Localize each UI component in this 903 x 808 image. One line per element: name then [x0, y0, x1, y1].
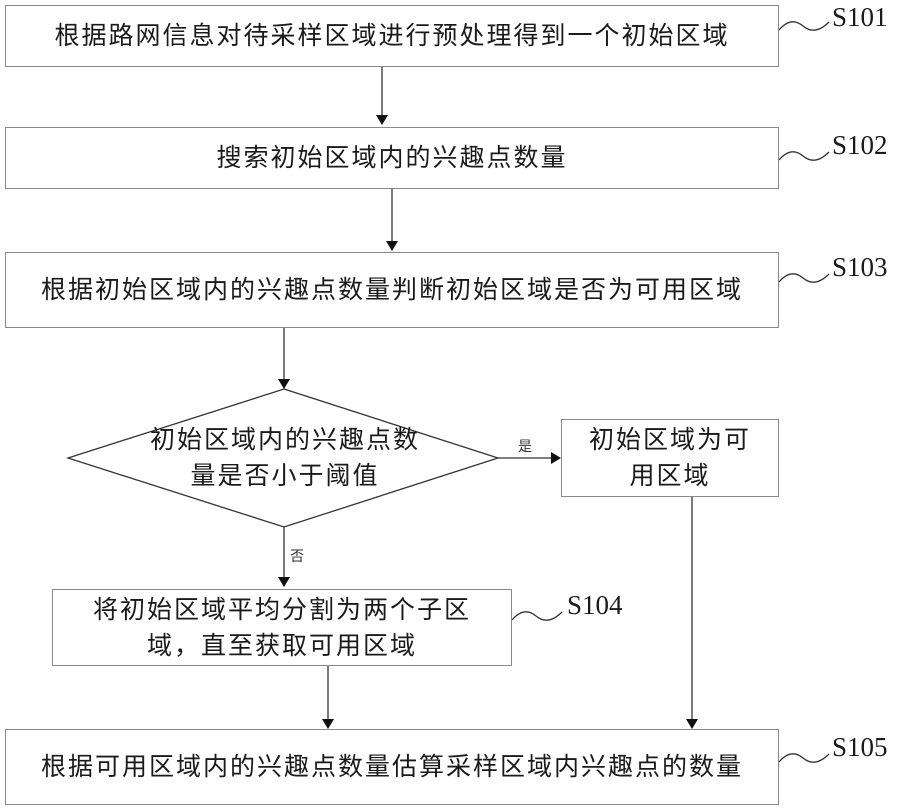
- available-region-box: 初始区域为可用区域: [561, 419, 779, 497]
- step-s101-label: S101: [832, 2, 888, 32]
- step-s102-text: 搜索初始区域内的兴趣点数量: [216, 143, 568, 172]
- step-s103-text: 根据初始区域内的兴趣点数量判断初始区域是否为可用区域: [40, 275, 743, 304]
- step-s104-text: 将初始区域平均分割为两个子区域，直至获取可用区域: [92, 594, 471, 660]
- tilde-s102: [778, 151, 830, 161]
- step-s104-label: S104: [567, 590, 623, 620]
- step-s103-label: S103: [832, 252, 888, 282]
- step-s102-box: 搜索初始区域内的兴趣点数量: [5, 127, 779, 189]
- step-s103-box: 根据初始区域内的兴趣点数量判断初始区域是否为可用区域: [5, 252, 779, 328]
- step-s102-label: S102: [832, 130, 888, 160]
- step-s101-text: 根据路网信息对待采样区域进行预处理得到一个初始区域: [54, 21, 730, 50]
- decision-text: 初始区域内的兴趣点数量是否小于阈值: [150, 425, 421, 490]
- step-s104-box: 将初始区域平均分割为两个子区域，直至获取可用区域: [52, 589, 512, 666]
- tilde-s104: [511, 611, 563, 621]
- step-s101-box: 根据路网信息对待采样区域进行预处理得到一个初始区域: [5, 5, 779, 67]
- available-region-text: 初始区域为可用区域: [588, 425, 751, 490]
- tilde-s103: [778, 273, 830, 283]
- no-label: 否: [290, 549, 304, 565]
- yes-label: 是: [518, 439, 532, 455]
- tilde-s101: [778, 21, 830, 31]
- tilde-s105: [778, 753, 830, 763]
- step-s105-text: 根据可用区域内的兴趣点数量估算采样区域内兴趣点的数量: [40, 752, 743, 781]
- step-s105-label: S105: [832, 732, 888, 762]
- step-s105-box: 根据可用区域内的兴趣点数量估算采样区域内兴趣点的数量: [5, 729, 779, 805]
